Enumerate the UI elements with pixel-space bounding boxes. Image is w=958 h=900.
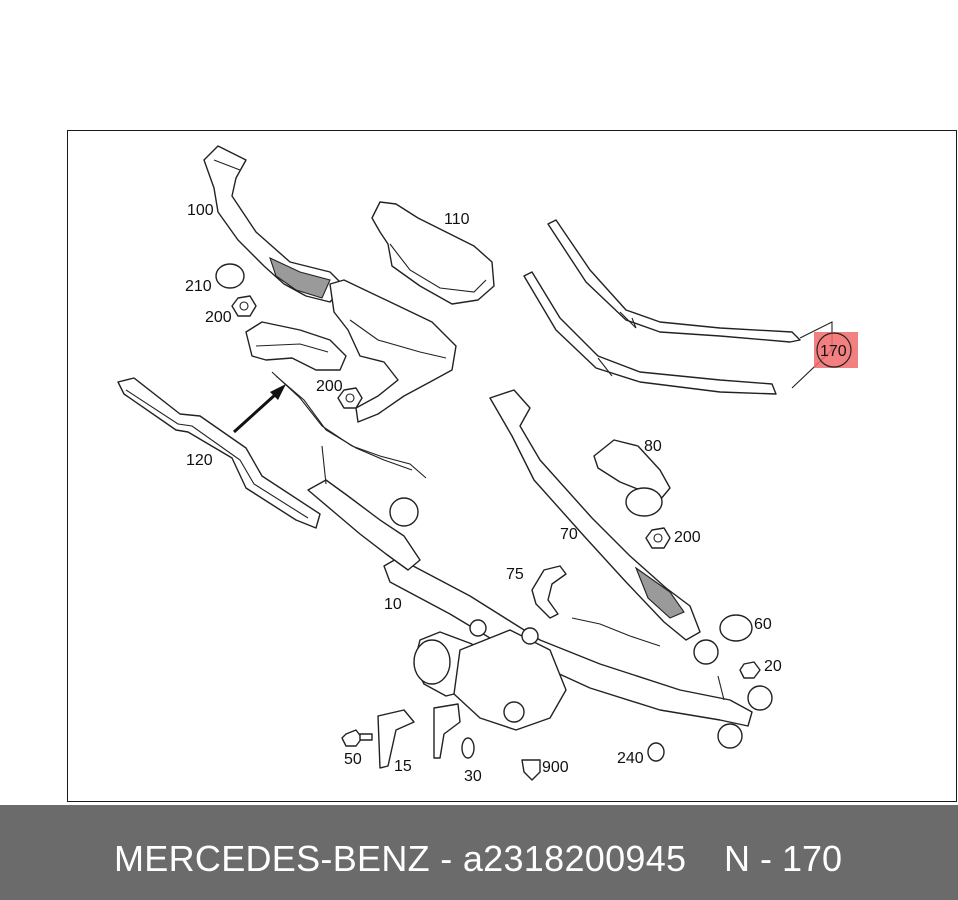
- label-200-a: 200: [205, 309, 232, 326]
- connector-900[interactable]: [521, 759, 541, 781]
- label-80: 80: [644, 438, 662, 455]
- bracket-30[interactable]: [433, 703, 475, 759]
- part-linkage-wire[interactable]: [271, 371, 427, 479]
- nut-200-middle[interactable]: [337, 387, 363, 409]
- label-200-b: 200: [316, 378, 343, 395]
- arrow-120: [232, 384, 286, 434]
- label-120: 120: [186, 452, 213, 469]
- label-70: 70: [560, 526, 578, 543]
- footer-page-ref: N - 170: [724, 838, 843, 879]
- nut-200-right[interactable]: [645, 527, 671, 549]
- nut-200-left[interactable]: [231, 295, 257, 317]
- footer-separator: -: [429, 838, 463, 879]
- footer-part-number: a2318200945: [462, 838, 687, 879]
- part-70-wiper-arm[interactable]: [489, 389, 719, 665]
- footer-brand: MERCEDES-BENZ: [114, 838, 430, 879]
- label-30: 30: [464, 768, 482, 785]
- label-10: 10: [384, 596, 402, 613]
- label-20: 20: [764, 658, 782, 675]
- footer-bar: MERCEDES-BENZ - a2318200945 N - 170: [0, 805, 958, 900]
- label-240: 240: [617, 750, 644, 767]
- part-10-linkage[interactable]: [307, 445, 773, 749]
- callout-circle-170: [816, 332, 852, 368]
- label-60: 60: [754, 616, 772, 633]
- part-170-wiper-blades[interactable]: [523, 219, 833, 395]
- label-900: 900: [542, 759, 569, 776]
- cap-60[interactable]: [719, 614, 753, 642]
- nut-20[interactable]: [739, 661, 761, 679]
- label-200-c: 200: [674, 529, 701, 546]
- part-motor[interactable]: [413, 619, 567, 731]
- bolt-50[interactable]: [341, 729, 373, 747]
- part-110-cover[interactable]: [371, 201, 495, 305]
- part-75-cable[interactable]: [531, 565, 661, 647]
- bracket-15[interactable]: [377, 709, 415, 769]
- label-100: 100: [187, 202, 214, 219]
- label-110: 110: [444, 211, 470, 228]
- washer-240[interactable]: [647, 742, 665, 762]
- label-210: 210: [185, 278, 212, 295]
- footer-part-info: MERCEDES-BENZ - a2318200945: [114, 838, 686, 880]
- part-80-cap[interactable]: [593, 439, 671, 517]
- part-100-arm-base[interactable]: [329, 279, 457, 423]
- label-75: 75: [506, 566, 524, 583]
- parts-diagram: 100 110 210 200 200 120 170 80 200 70 75…: [117, 145, 858, 785]
- cap-210[interactable]: [215, 263, 245, 289]
- label-50: 50: [344, 751, 362, 768]
- part-120-seal[interactable]: [117, 377, 321, 529]
- part-bracket[interactable]: [245, 321, 347, 371]
- label-170: 170: [820, 343, 847, 360]
- label-15: 15: [394, 758, 412, 775]
